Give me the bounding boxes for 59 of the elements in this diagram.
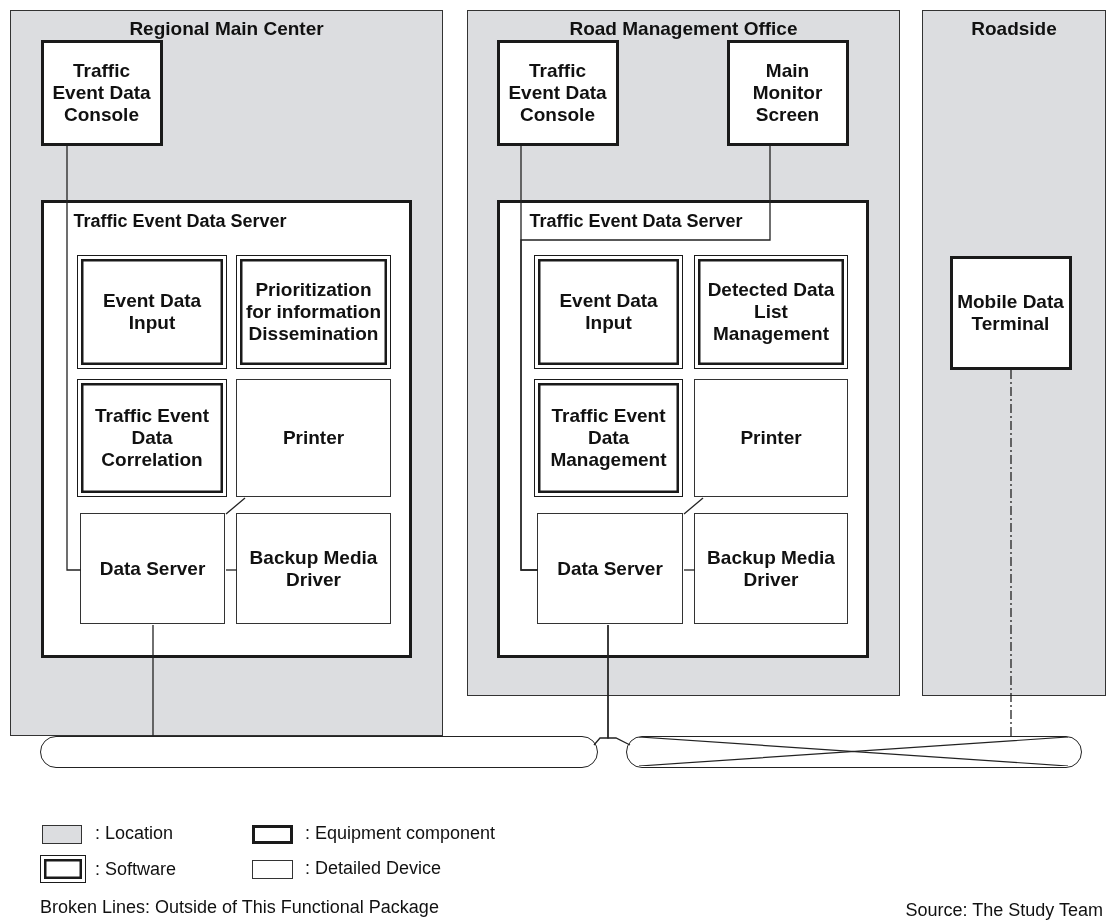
location-area [922,10,1106,696]
connector-line [1010,369,1012,737]
legend-label: : Location [95,823,174,844]
server-box [496,199,869,658]
connector-line [683,497,704,515]
heading: Traffic Event Data Server [529,210,743,232]
legend-label: : Equipment component [305,823,496,844]
heading: Traffic Event Data Server [73,210,287,232]
network-bar [626,736,1082,768]
equipment-box [40,39,163,146]
software-box [77,379,227,497]
software-box [236,255,391,369]
equipment-box [949,255,1072,370]
server-box [40,199,412,658]
device-box [80,513,225,624]
node-label: Traffic Event Data Console [51,59,152,126]
node-label: Main Monitor Screen [751,59,824,126]
node-label: Backup Media Driver [706,546,836,591]
device-box [236,513,391,624]
node-label: Printer [281,427,346,449]
heading: Roadside [970,18,1058,40]
network-bar [40,736,598,768]
connector-line [66,145,82,571]
device-box [236,379,391,497]
device-box [694,379,848,497]
connector-line [152,624,154,737]
location-area [10,10,443,736]
equipment-box [726,39,849,146]
device-box [537,513,683,624]
node-label: Event Data Input [558,290,659,334]
note-text: Source: The Study Team [905,900,1103,921]
node-label: Data Server [98,557,207,580]
node-label: Data Server [556,557,664,580]
connector-line [683,569,696,571]
node-label: Prioritization for information Dissemination [244,279,383,345]
software-box [77,255,227,369]
device-box [694,513,848,624]
connector-line [520,145,771,571]
node-label: Backup Media Driver [248,546,379,591]
software-box [694,255,848,369]
heading: Regional Main Center [128,18,325,40]
note-text: Broken Lines: Outside of This Functional Package [40,897,439,918]
software-box [534,255,683,369]
node-label: Traffic Event Data Management [549,405,668,471]
node-label: Event Data Input [101,290,203,334]
equipment-box [496,39,619,146]
legend-label: : Detailed Device [305,858,442,879]
connector-line [607,624,631,746]
software-box [534,379,683,497]
location-area [467,10,900,696]
node-label: Printer [739,427,803,449]
node-label: Traffic Event Data Correlation [93,405,210,471]
legend-label: : Software [95,859,177,880]
node-label: Detected Data List Management [706,279,836,345]
connector-line [225,569,238,571]
heading: Road Management Office [568,18,799,40]
node-label: Traffic Event Data Console [507,59,608,126]
node-label: Mobile Data Terminal [956,290,1065,335]
connector-line [225,497,246,515]
